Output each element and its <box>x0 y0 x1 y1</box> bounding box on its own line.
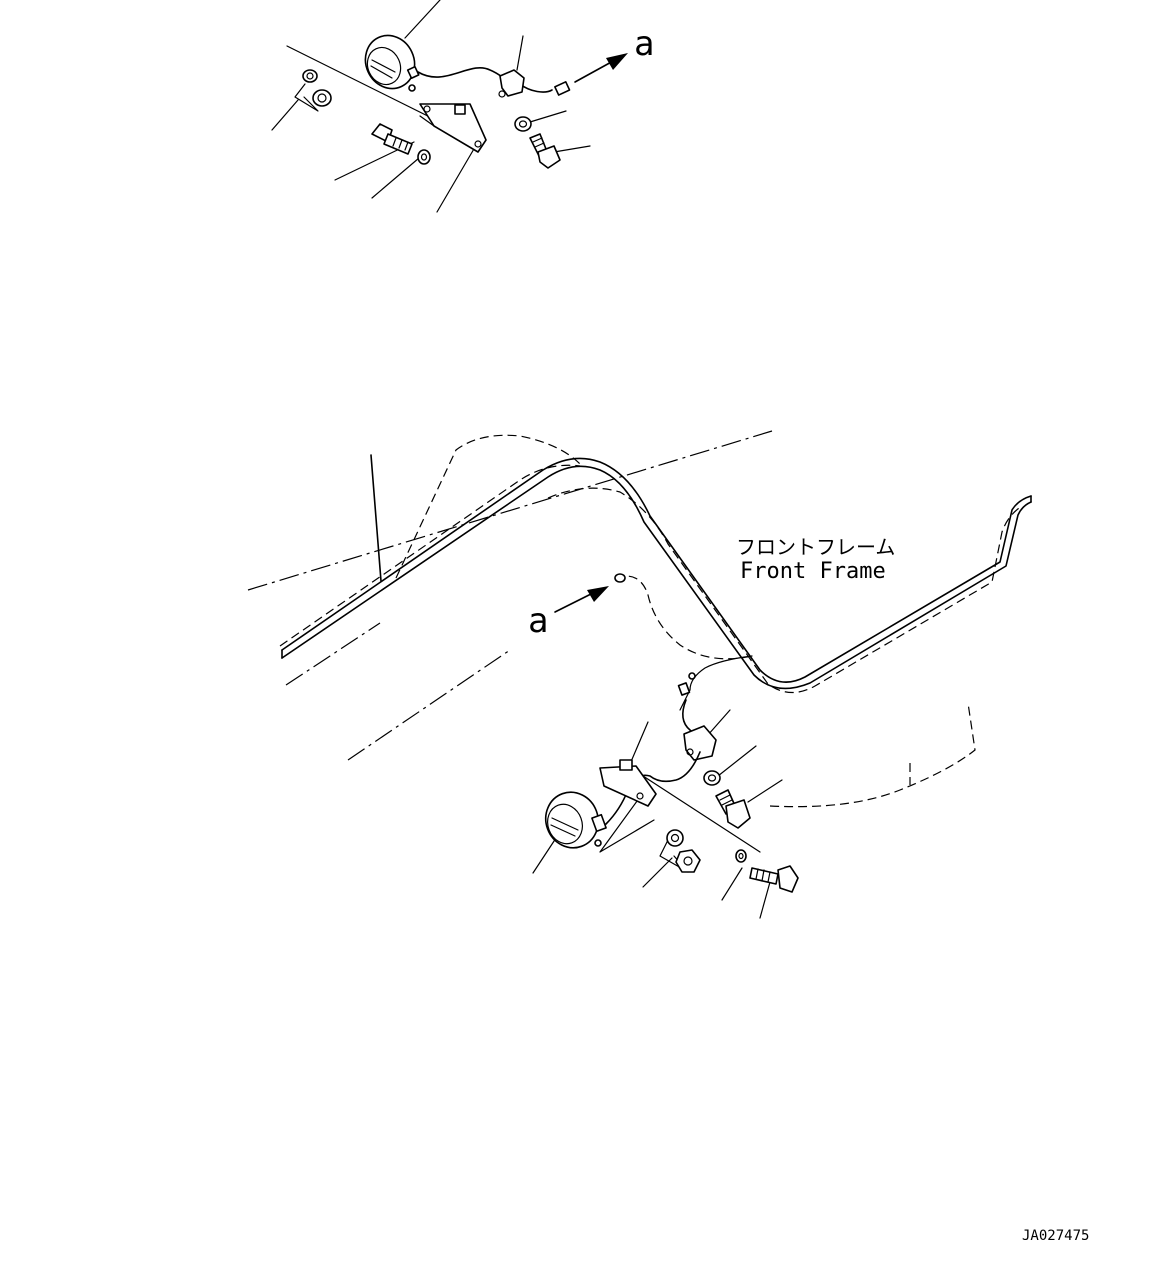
view-arrow-bottom <box>554 586 609 613</box>
work-lamp-bottom <box>544 791 607 849</box>
harness-lower <box>679 655 753 711</box>
washer-bottom-right <box>703 770 721 786</box>
view-arrow-top <box>574 53 628 83</box>
bracket-bottom <box>599 759 657 807</box>
detail-view-bottom <box>532 672 799 919</box>
harness-top <box>417 67 511 83</box>
bracket-top <box>419 103 487 153</box>
view-marker-bottom: a <box>528 601 548 641</box>
washer-top <box>417 149 431 165</box>
work-lamp-top <box>364 34 420 92</box>
front-frame <box>247 430 1032 808</box>
clip-top <box>498 69 525 98</box>
detail-view-top: a <box>271 0 654 213</box>
bolt-bottom-right <box>715 789 751 829</box>
nut-washer-top-left <box>302 69 332 107</box>
view-marker-top: a <box>634 24 654 64</box>
bolt-top-right <box>529 133 561 169</box>
connector-bottom <box>677 682 691 696</box>
frame-label-en: Front Frame <box>740 559 886 584</box>
washer-bottom <box>735 849 747 863</box>
harness-to-connector-top <box>519 83 553 93</box>
bolt-bottom <box>749 865 799 893</box>
bolt-top <box>371 123 413 155</box>
connector-top <box>554 81 571 96</box>
frame-label-jp: フロントフレーム <box>736 535 895 559</box>
harness-hidden <box>614 575 753 660</box>
washer-top-right <box>514 116 532 132</box>
clip-bottom <box>683 725 717 761</box>
nut-washer-bottom <box>666 829 701 873</box>
drawing-number: JA027475 <box>1022 1228 1089 1244</box>
